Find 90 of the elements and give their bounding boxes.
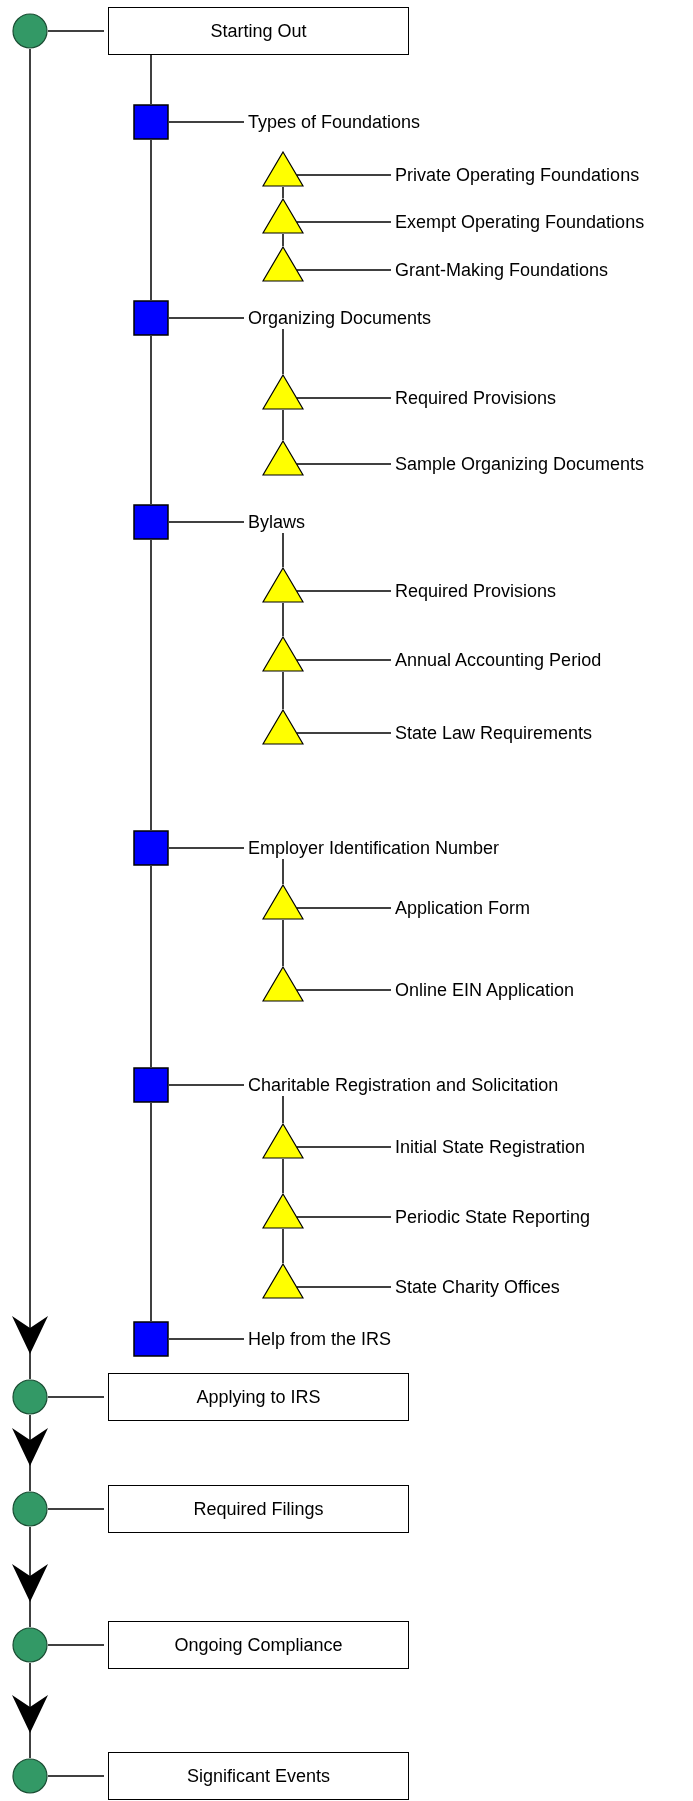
connector-line bbox=[282, 602, 284, 637]
subsection-triangle bbox=[262, 440, 304, 476]
connector-line bbox=[282, 1158, 284, 1194]
label-text: Charitable Registration and Solicitation bbox=[248, 1074, 559, 1096]
connector-line bbox=[168, 121, 245, 123]
subsection-triangle bbox=[262, 246, 304, 282]
connector-line bbox=[168, 847, 245, 849]
connector-line bbox=[168, 1338, 245, 1340]
label-text: Bylaws bbox=[248, 511, 305, 533]
connector-line bbox=[282, 671, 284, 710]
topic-box: Ongoing Compliance bbox=[108, 1621, 409, 1669]
connector-line bbox=[296, 732, 392, 734]
label-text: Exempt Operating Foundations bbox=[395, 211, 645, 233]
subsection-triangle bbox=[262, 151, 304, 187]
label-text: Required Provisions bbox=[395, 387, 557, 409]
connector-line bbox=[150, 335, 152, 505]
topic-box: Required Filings bbox=[108, 1485, 409, 1533]
subsection-triangle bbox=[262, 567, 304, 603]
topic-box: Applying to IRS bbox=[108, 1373, 409, 1421]
connector-line bbox=[47, 1775, 105, 1777]
connector-line bbox=[296, 989, 392, 991]
connector-line bbox=[296, 590, 392, 592]
label-text: State Charity Offices bbox=[395, 1276, 560, 1298]
connector-line bbox=[150, 54, 152, 105]
label-text: Sample Organizing Documents bbox=[395, 453, 645, 475]
connector-line bbox=[296, 1216, 392, 1218]
section-square bbox=[133, 300, 169, 336]
label-text: Periodic State Reporting bbox=[395, 1206, 591, 1228]
subsection-triangle bbox=[262, 884, 304, 920]
connector-line bbox=[282, 409, 284, 441]
topic-box: Starting Out bbox=[108, 7, 409, 55]
connector-line bbox=[282, 186, 284, 199]
label-text: Organizing Documents bbox=[248, 307, 432, 329]
connector-line bbox=[296, 659, 392, 661]
connector-line bbox=[168, 1084, 245, 1086]
connector-line bbox=[150, 539, 152, 831]
milestone-circle bbox=[12, 13, 48, 49]
connector-line bbox=[47, 1396, 105, 1398]
milestone-circle bbox=[12, 1627, 48, 1663]
label-text: Application Form bbox=[395, 897, 531, 919]
label-text: State Law Requirements bbox=[395, 722, 593, 744]
connector-line bbox=[282, 532, 284, 568]
label-text: Private Operating Foundations bbox=[395, 164, 640, 186]
connector-line bbox=[296, 1146, 392, 1148]
milestone-circle bbox=[12, 1758, 48, 1794]
connector-line bbox=[150, 139, 152, 301]
topic-box: Significant Events bbox=[108, 1752, 409, 1800]
connector-line bbox=[47, 1644, 105, 1646]
connector-line bbox=[168, 521, 245, 523]
connector-line bbox=[282, 233, 284, 247]
connector-line bbox=[150, 1102, 152, 1322]
subsection-triangle bbox=[262, 198, 304, 234]
connector-line bbox=[296, 269, 392, 271]
milestone-circle bbox=[12, 1379, 48, 1415]
connector-line bbox=[168, 317, 245, 319]
connector-line bbox=[296, 463, 392, 465]
connector-line bbox=[296, 221, 392, 223]
subsection-triangle bbox=[262, 1263, 304, 1299]
label-text: Types of Foundations bbox=[248, 111, 421, 133]
connector-line bbox=[282, 1228, 284, 1264]
subsection-triangle bbox=[262, 709, 304, 745]
connector-line bbox=[296, 174, 392, 176]
connector-line bbox=[282, 1095, 284, 1124]
section-square bbox=[133, 1067, 169, 1103]
label-text: Help from the IRS bbox=[248, 1328, 392, 1350]
label-text: Employer Identification Number bbox=[248, 837, 500, 859]
section-square bbox=[133, 504, 169, 540]
subsection-triangle bbox=[262, 1193, 304, 1229]
section-square bbox=[133, 830, 169, 866]
connector-line bbox=[282, 328, 284, 375]
label-text: Grant-Making Foundations bbox=[395, 259, 609, 281]
connector-line bbox=[296, 397, 392, 399]
connector-line bbox=[47, 1508, 105, 1510]
section-square bbox=[133, 104, 169, 140]
connector-line bbox=[282, 858, 284, 885]
connector-line bbox=[296, 1286, 392, 1288]
section-square bbox=[133, 1321, 169, 1357]
subsection-triangle bbox=[262, 374, 304, 410]
milestone-circle bbox=[12, 1491, 48, 1527]
label-text: Online EIN Application bbox=[395, 979, 575, 1001]
subsection-triangle bbox=[262, 1123, 304, 1159]
subsection-triangle bbox=[262, 636, 304, 672]
connector-line bbox=[296, 907, 392, 909]
connector-line bbox=[47, 30, 105, 32]
label-text: Required Provisions bbox=[395, 580, 557, 602]
subsection-triangle bbox=[262, 966, 304, 1002]
connector-line bbox=[282, 919, 284, 967]
label-text: Initial State Registration bbox=[395, 1136, 586, 1158]
connector-line bbox=[150, 865, 152, 1068]
label-text: Annual Accounting Period bbox=[395, 649, 602, 671]
